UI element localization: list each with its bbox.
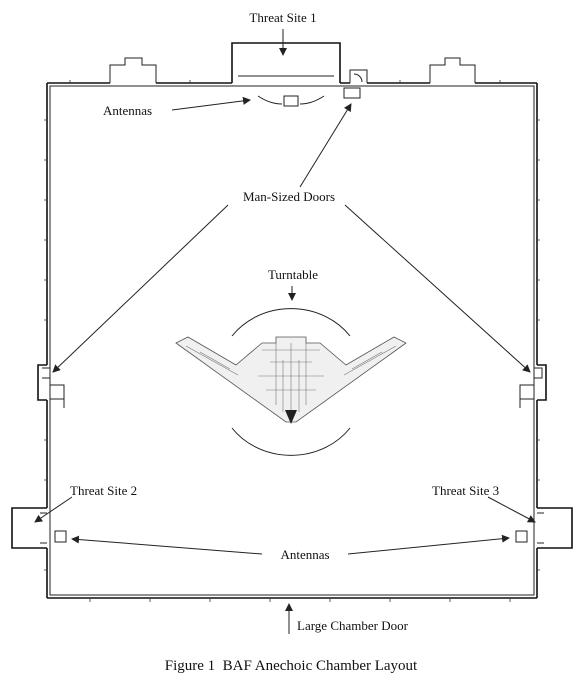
threat-site-3-room (537, 507, 573, 549)
top-left-annex (109, 57, 157, 83)
label-antennas-top: Antennas (103, 103, 152, 118)
arrow-threat-site-3 (487, 496, 536, 523)
figure-caption: Figure 1 BAF Anechoic Chamber Layout (165, 658, 418, 674)
label-threat-site-2: Threat Site 2 (70, 483, 137, 498)
aircraft-model (175, 336, 407, 424)
threat-site-2-room (11, 507, 47, 549)
antenna-left (54, 530, 67, 543)
label-turntable: Turntable (268, 267, 318, 282)
arrow-antennas-top (171, 96, 251, 111)
turntable (231, 308, 351, 456)
chamber-walls (44, 80, 540, 602)
man-sized-door-left (37, 364, 65, 408)
threat-site-1-room (231, 42, 341, 83)
arrow-door-left (52, 204, 229, 373)
antenna-right (515, 530, 528, 543)
top-right-annex (429, 57, 476, 83)
man-sized-door-top (343, 69, 368, 99)
label-man-sized-doors: Man-Sized Doors (243, 189, 335, 204)
label-threat-site-3: Threat Site 3 (432, 483, 499, 498)
label-large-chamber-door: Large Chamber Door (297, 618, 409, 633)
arrow-door-right (344, 204, 531, 373)
top-antennas (257, 95, 325, 107)
arrow-antennas-right (347, 534, 510, 555)
label-threat-site-1: Threat Site 1 (249, 10, 316, 25)
label-antennas-bottom: Antennas (280, 547, 329, 562)
annotation-arrows (34, 29, 536, 634)
arrow-threat-site-2 (34, 496, 73, 523)
arrow-door-top (299, 103, 352, 188)
arrow-antennas-left (71, 535, 263, 555)
man-sized-door-right (519, 364, 547, 408)
